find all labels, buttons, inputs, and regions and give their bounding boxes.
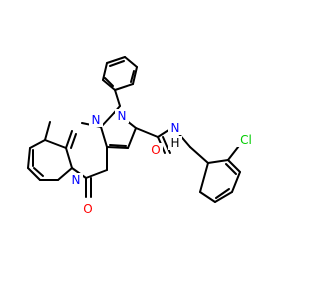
bond-line (104, 77, 114, 87)
bond-line (106, 56, 126, 64)
atom-label-background (115, 109, 129, 123)
bond-line (199, 162, 209, 193)
bond-line (27, 147, 31, 169)
bond-line (189, 146, 209, 164)
bond-line (65, 130, 73, 149)
atom-label-background (168, 136, 182, 150)
bond-line (109, 60, 125, 67)
bond-line (207, 159, 229, 164)
bond-line (214, 191, 233, 203)
bond-line (106, 146, 129, 149)
atom-label-background (149, 143, 163, 157)
atom-label-n: N (171, 121, 180, 135)
bond-line (27, 167, 41, 181)
atom-label-background (168, 121, 182, 135)
bond-line (199, 191, 216, 203)
bond-line (114, 83, 134, 91)
bond-line (177, 132, 191, 148)
atom-label-background (237, 133, 255, 147)
bond-line (227, 159, 241, 173)
bond-line (132, 66, 138, 85)
atom-label-o: O (151, 143, 160, 157)
bond-line (85, 169, 108, 179)
bond-layer (27, 56, 243, 203)
atom-label-h: H (170, 136, 179, 150)
atom-label-n: N (118, 109, 127, 123)
bond-line (33, 167, 44, 177)
bond-line (100, 112, 115, 128)
bond-line (215, 188, 230, 199)
bond-line (44, 121, 51, 141)
atom-label-cl: Cl (240, 133, 252, 147)
bond-line (162, 136, 171, 154)
bond-line (109, 144, 127, 147)
bond-line (57, 167, 73, 181)
bond-line (114, 89, 121, 107)
atom-label-background (69, 173, 83, 187)
bond-line (29, 139, 46, 149)
bond-line (100, 126, 108, 148)
bond-line (102, 62, 108, 81)
bond-line (231, 171, 241, 193)
bond-line (65, 147, 73, 169)
bond-line (135, 127, 159, 138)
bond-line (225, 163, 237, 175)
atom-label-n: N (72, 173, 81, 187)
bond-line (44, 139, 67, 149)
bond-line (124, 56, 138, 68)
bond-line (102, 79, 116, 91)
bond-line (127, 127, 137, 149)
bond-line (130, 70, 135, 83)
atom-label-background (89, 113, 103, 127)
atom-label-n: N (92, 113, 101, 127)
bond-line (70, 133, 77, 149)
atom-label-background (81, 202, 95, 216)
atom-label-o: O (83, 202, 92, 216)
